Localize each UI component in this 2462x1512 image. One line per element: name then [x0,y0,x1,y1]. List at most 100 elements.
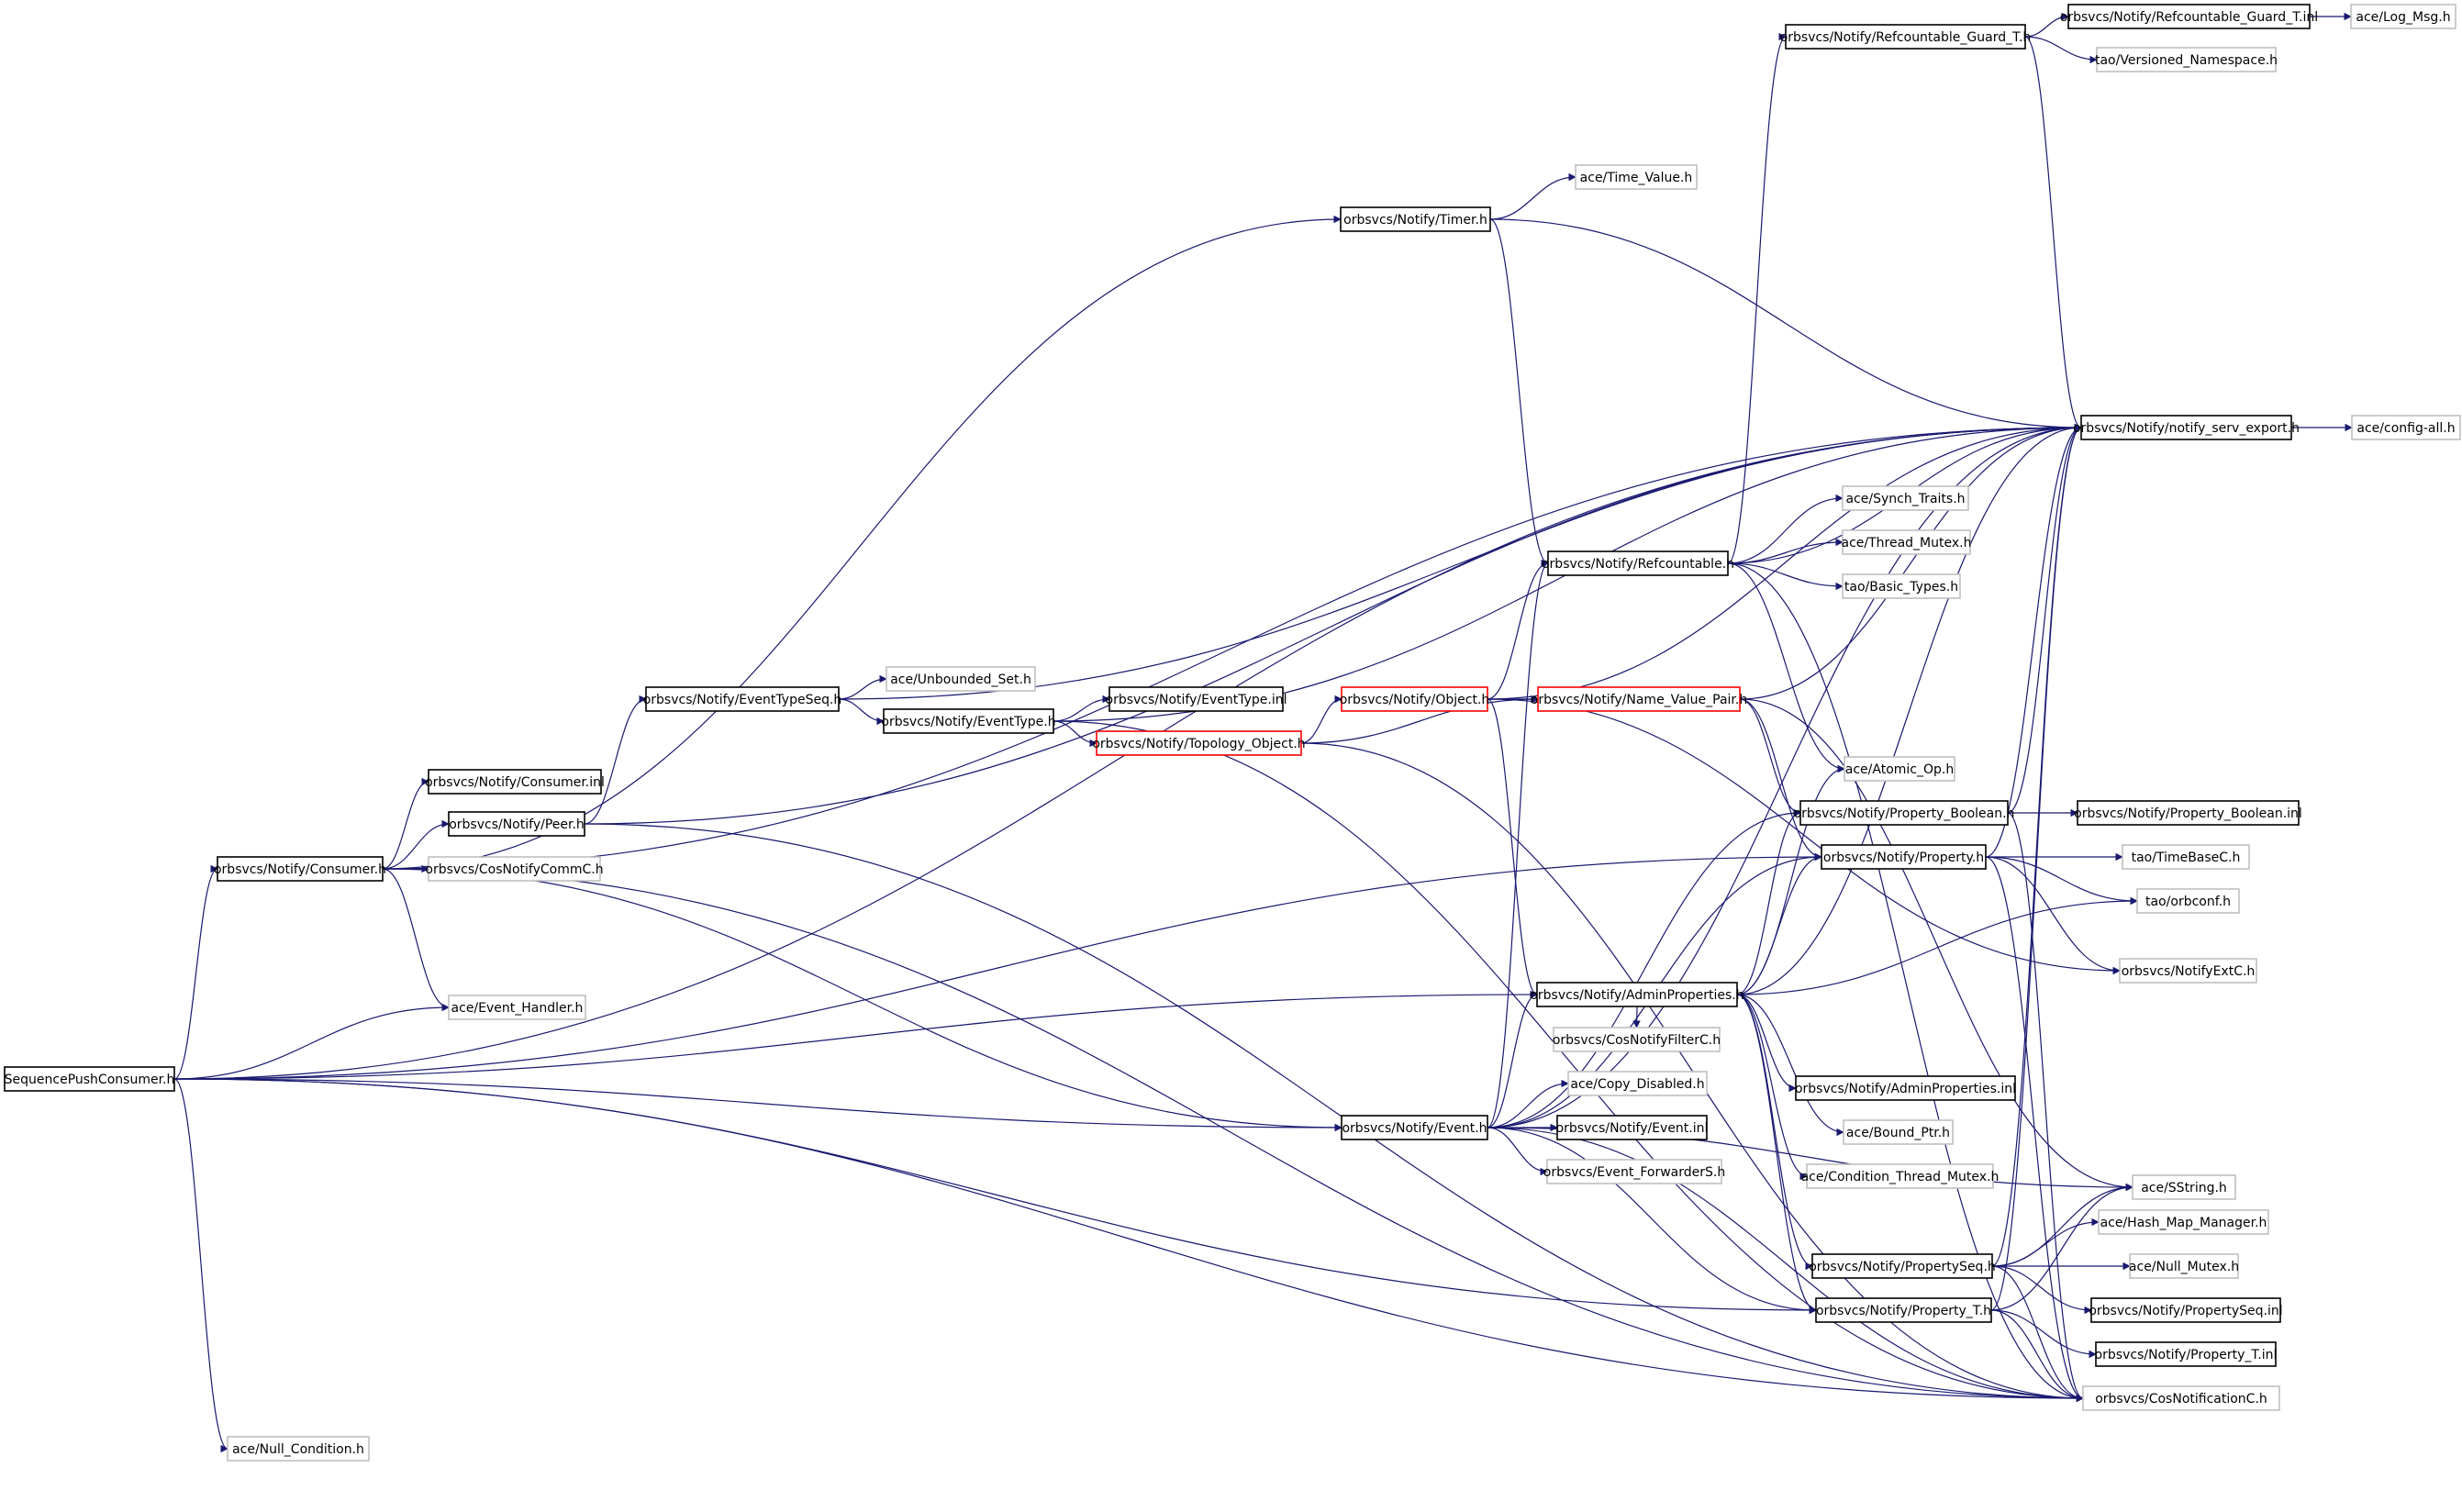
node-label: ace/Unbounded_Set.h [890,673,1031,687]
edge-adminprops-to-property [1736,852,1822,995]
node-propboolinl[interactable]: orbsvcs/Notify/Property_Boolean.inl [2074,800,2302,826]
edge-refcount-to-basictypes [1727,562,1844,591]
node-label: orbsvcs/Notify/Refcountable.h [1542,557,1734,572]
node-box [1842,485,1969,511]
node-label: tao/Versioned_Namespace.h [2095,53,2278,68]
node-copydis: ace/Copy_Disabled.h [1567,1071,1708,1096]
node-event[interactable]: orbsvcs/Notify/Event.h [1341,1115,1488,1140]
edge-consumer-to-peer [382,819,450,870]
edge-etseq-to-unbset [838,674,887,700]
node-propbool[interactable]: orbsvcs/Notify/Property_Boolean.h [1794,800,2015,826]
node-box [1843,1119,1954,1145]
node-nvp[interactable]: orbsvcs/Notify/Name_Value_Pair.h [1531,686,1747,712]
node-logmsg: ace/Log_Msg.h [2350,4,2456,29]
node-box [2095,1341,2277,1367]
node-boundptr: ace/Bound_Ptr.h [1843,1119,1954,1145]
node-propseq[interactable]: orbsvcs/Notify/PropertySeq.h [1809,1253,1996,1279]
node-property[interactable]: orbsvcs/Notify/Property.h [1821,844,1987,870]
node-box [1567,1071,1708,1096]
node-box [2098,1209,2269,1235]
edge-propseq-to-cosnotif [1991,1265,2084,1403]
edge-topo-to-object [1300,695,1342,744]
node-label: SequencePushConsumer.h [5,1073,175,1087]
node-refcount[interactable]: orbsvcs/Notify/Refcountable.h [1542,550,1734,576]
node-label: tao/TimeBaseC.h [2132,850,2241,865]
edge-root-to-consumer [173,864,218,1080]
node-adminpropsinl[interactable]: orbsvcs/Notify/AdminProperties.inl [1795,1075,2016,1101]
edge-propbool-to-cosnotif [2007,812,2084,1403]
node-atomicop: ace/Atomic_Op.h [1844,756,1955,782]
edge-refcount-to-refguard [1727,32,1787,564]
node-box [2067,4,2311,29]
node-box [448,811,585,837]
node-label: orbsvcs/Notify/EventType.h [881,715,1055,729]
node-peer[interactable]: orbsvcs/Notify/Peer.h [448,811,585,837]
node-box [1556,1115,1708,1140]
edge-refcount-to-atomicop [1727,562,1845,773]
edge-object-to-export [1487,423,2082,700]
node-root[interactable]: SequencePushConsumer.h [4,1066,175,1092]
edge-event-to-evfwd [1487,1127,1548,1176]
edge-root-to-adminprops [173,990,1538,1080]
node-label: orbsvcs/Notify/Event.h [1342,1121,1487,1136]
edge-event-to-copydis [1487,1079,1569,1128]
edge-nvp-to-export [1739,423,2082,700]
edge-eventtype-to-etinl [1053,695,1110,722]
node-etseq[interactable]: orbsvcs/Notify/EventTypeSeq.h [643,686,842,712]
node-label: ace/Null_Mutex.h [2129,1260,2239,1274]
node-box [1547,550,1729,576]
node-refguard[interactable]: orbsvcs/Notify/Refcountable_Guard_T.h [1780,24,2032,50]
node-label: ace/Hash_Map_Manager.h [2100,1216,2267,1230]
node-consinl[interactable]: orbsvcs/Notify/Consumer.inl [425,769,605,795]
node-box [2090,1297,2281,1323]
edge-root-to-eventhandler [173,1003,450,1080]
node-box [217,856,384,882]
node-refguardinl[interactable]: orbsvcs/Notify/Refcountable_Guard_T.inl [2060,4,2318,29]
node-propseqinl[interactable]: orbsvcs/Notify/PropertySeq.inl [2089,1297,2283,1323]
nodes-layer: SequencePushConsumer.h orbsvcs/Notify/Con… [4,4,2461,1462]
node-propt[interactable]: orbsvcs/Notify/Property_T.h [1815,1297,1992,1323]
node-box [1785,24,2026,50]
node-timer[interactable]: orbsvcs/Notify/Timer.h [1340,206,1491,232]
node-eventhandler: ace/Event_Handler.h [448,995,586,1020]
node-label: orbsvcs/Notify/Event.inl [1556,1121,1709,1136]
node-label: orbsvcs/Notify/Property_T.inl [2095,1348,2278,1362]
node-adminprops[interactable]: orbsvcs/Notify/AdminProperties.h [1530,982,1744,1007]
edge-refcount-to-synchtraits [1727,494,1844,564]
node-export[interactable]: orbsvcs/Notify/notify_serv_export.h [2073,415,2300,440]
node-consumer[interactable]: orbsvcs/Notify/Consumer.h [214,856,386,882]
node-box [1553,1027,1721,1052]
node-box [1341,686,1488,712]
edge-event-to-propbool [1487,808,1801,1128]
node-proptinl[interactable]: orbsvcs/Notify/Property_T.inl [2095,1341,2278,1367]
node-label: orbsvcs/Notify/notify_serv_export.h [2073,421,2300,436]
node-box [883,708,1054,734]
edge-topo-to-nvp [1300,695,1539,744]
node-box [2082,1385,2280,1411]
node-box [2136,888,2240,914]
node-hashmap: ace/Hash_Map_Manager.h [2098,1209,2269,1235]
edge-adminprops-to-propbool [1736,808,1801,995]
edge-peer-to-etseq [584,695,647,825]
node-cosfilter: orbsvcs/CosNotifyFilterC.h [1553,1027,1721,1052]
node-eventinl[interactable]: orbsvcs/Notify/Event.inl [1556,1115,1709,1140]
node-cosnotifycomm: orbsvcs/CosNotifyCommC.h [425,856,604,882]
node-topo[interactable]: orbsvcs/Notify/Topology_Object.h [1092,730,1306,756]
node-eventtype[interactable]: orbsvcs/Notify/EventType.h [881,708,1056,734]
node-box [2077,800,2300,826]
node-label: orbsvcs/Notify/EventType.inl [1106,693,1287,707]
node-box [1815,1297,1992,1323]
node-object[interactable]: orbsvcs/Notify/Object.h [1340,686,1490,712]
edge-property-to-cosnotif [1985,856,2084,1403]
node-etinl[interactable]: orbsvcs/Notify/EventType.inl [1106,686,1287,712]
node-timebase: tao/TimeBaseC.h [2122,844,2250,870]
node-box [2129,1253,2239,1279]
edge-root-to-nullcond [173,1078,228,1453]
node-unbset: ace/Unbounded_Set.h [886,666,1036,692]
node-label: orbsvcs/Notify/PropertySeq.h [1809,1260,1996,1274]
node-label: ace/Copy_Disabled.h [1570,1077,1704,1092]
edge-propseq-to-hashmap [1991,1217,2100,1267]
edge-propbool-to-export [2007,423,2082,814]
node-label: ace/Log_Msg.h [2356,10,2450,25]
edge-consumer-to-export [382,423,2082,870]
